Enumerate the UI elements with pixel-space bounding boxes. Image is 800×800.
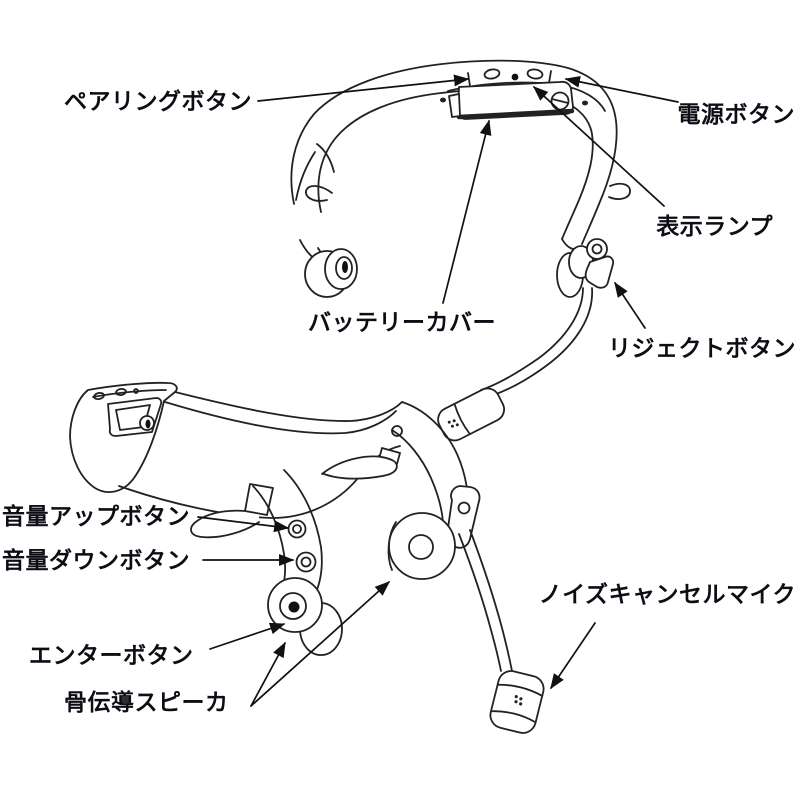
label-enter-button: エンターボタン <box>29 642 194 668</box>
label-battery-cover: バッテリーカバー <box>308 309 496 335</box>
leader-lines <box>197 74 679 707</box>
label-pairing-button: ペアリングボタン <box>64 88 252 114</box>
label-noise-cancel-mic: ノイズキャンセルマイク <box>538 581 796 607</box>
label-volume-down-button: 音量ダウンボタン <box>2 547 190 573</box>
top-headset-drawing <box>290 59 631 442</box>
label-volume-up-button: 音量アップボタン <box>2 503 190 529</box>
label-bone-conduction-speaker: 骨伝導スピーカ <box>64 689 229 715</box>
label-indicator-lamp: 表示ランプ <box>656 213 773 239</box>
battery-cover-arrow <box>442 119 492 304</box>
power-button-arrow <box>564 75 679 103</box>
bottom-headset-drawing <box>69 381 545 734</box>
enter-button-arrow <box>209 622 286 650</box>
label-power-button: 電源ボタン <box>677 101 795 127</box>
volume-up-arrow <box>197 516 290 533</box>
reject-button-arrow <box>614 281 646 329</box>
bone-speaker-arrow-left <box>250 641 286 707</box>
bone-speaker-arrow-right <box>250 581 391 707</box>
indicator-lamp-arrow <box>532 86 665 207</box>
label-reject-button: リジェクトボタン <box>608 335 796 361</box>
pairing-button-arrow <box>257 74 470 102</box>
noise-mic-arrow <box>550 622 596 690</box>
